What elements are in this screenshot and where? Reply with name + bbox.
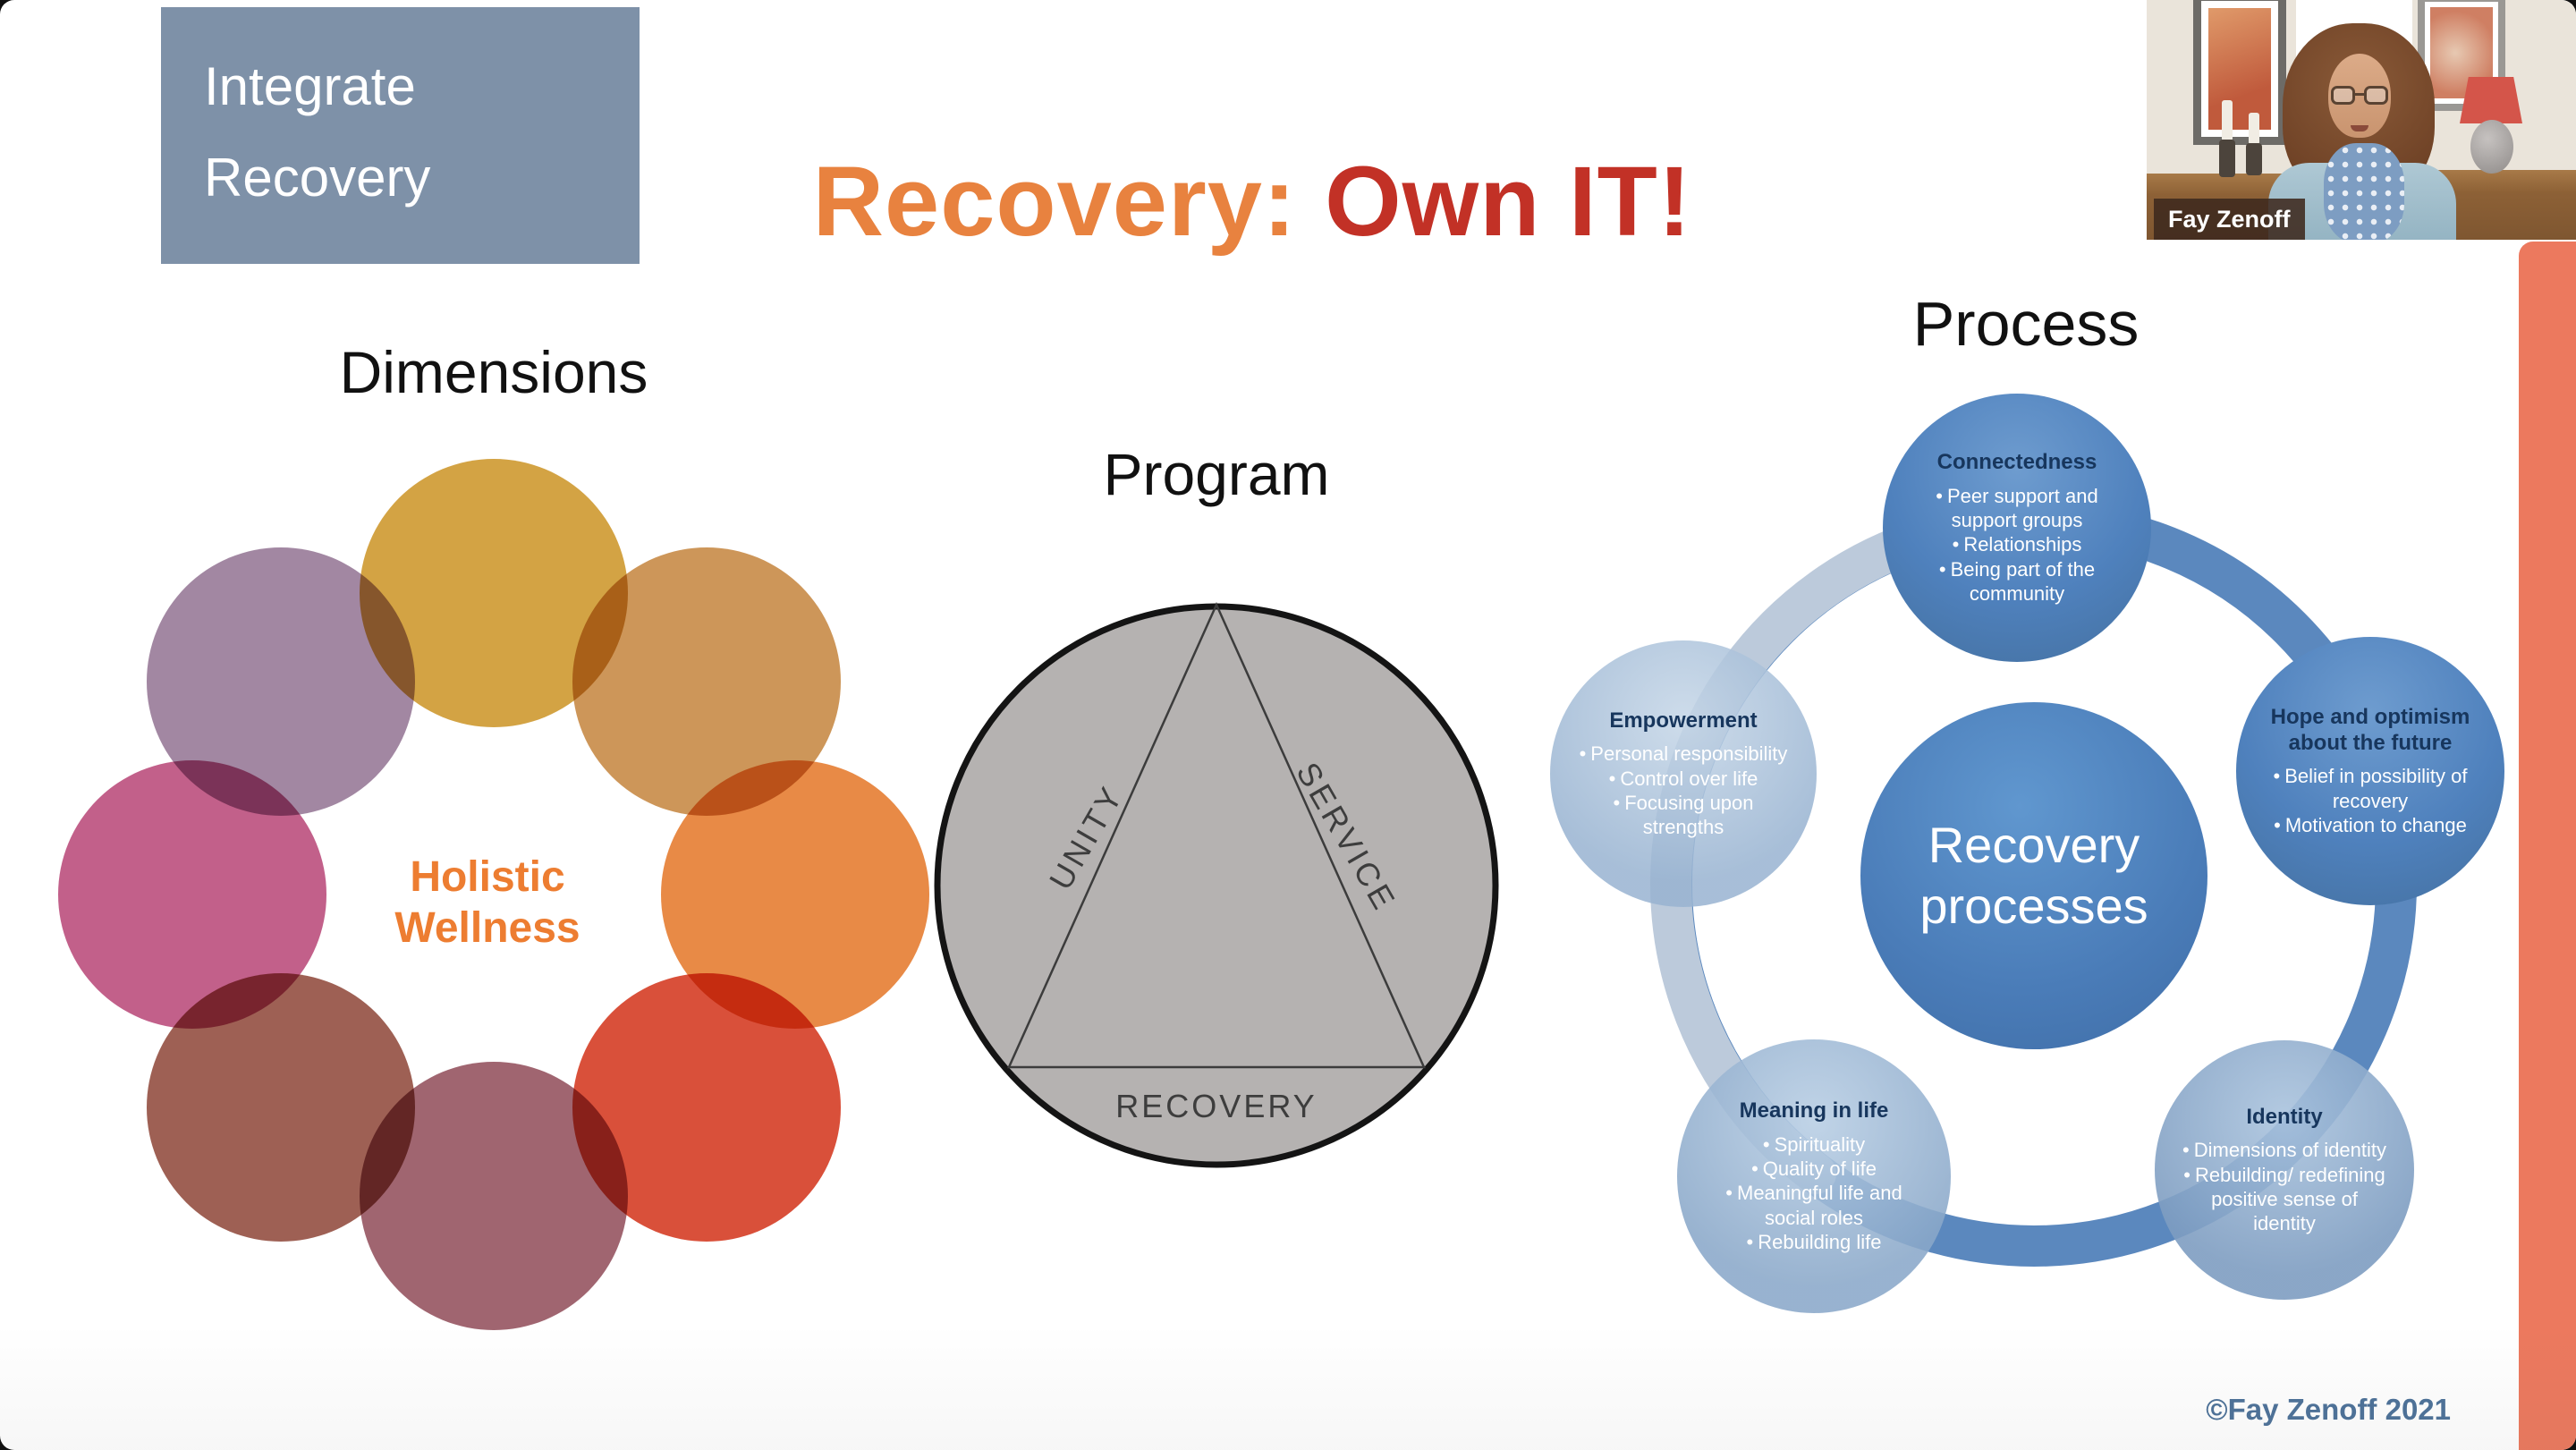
lamp-shade [2460, 77, 2522, 123]
program-triangle [1007, 601, 1426, 1069]
holistic-line-1: Holistic [410, 853, 565, 901]
participant-name-tag: Fay Zenoff [2154, 199, 2305, 240]
recovery-processes-circle: Recovery processes [1860, 702, 2207, 1049]
bubble-bullet: Rebuilding/ redefining positive sense of… [2178, 1163, 2391, 1236]
bubble-title: Hope and optimism about the future [2270, 704, 2470, 755]
bubble-title: Meaning in life [1739, 1098, 1889, 1123]
slide-title-emphasis: Own IT! [1325, 147, 1692, 257]
slide-title-prefix: Recovery: [812, 147, 1326, 257]
bubble-title: Connectedness [1936, 449, 2097, 474]
glasses-bridge [2354, 93, 2365, 96]
copyright-text: ©Fay Zenoff 2021 [2206, 1393, 2451, 1426]
participant-video: Fay Zenoff [2147, 0, 2576, 240]
bubble-bullet: Belief in possibility of recovery [2259, 764, 2481, 813]
bubble-bullet: Personal responsibility [1580, 742, 1787, 766]
glasses-lens [2331, 86, 2355, 105]
framed-picture-left [2193, 0, 2286, 145]
triangle-label-recovery: RECOVERY [1115, 1088, 1318, 1124]
candle [2222, 100, 2233, 141]
candle [2249, 113, 2259, 145]
picture-art [2208, 8, 2271, 130]
dimensions-heading: Dimensions [339, 339, 648, 405]
center-line-2: processes [1919, 878, 2148, 934]
logo-line-2: Recovery [204, 148, 431, 208]
bubble-bullet: Relationships [1953, 532, 2081, 556]
bubble-bullet: Being part of the community [1906, 557, 2128, 606]
logo-line-1: Integrate [204, 56, 416, 116]
bubble-bullet: Spirituality [1763, 1132, 1865, 1157]
speaker-mouth [2351, 125, 2368, 131]
candlestick [2219, 140, 2235, 177]
glasses-lens [2364, 86, 2388, 105]
slide-title: Recovery: Own IT! [716, 145, 1789, 259]
program-heading: Program [1103, 441, 1330, 507]
bubble-bullet: Control over life [1609, 767, 1758, 791]
bubble-bullet: Dimensions of identity [2182, 1138, 2386, 1162]
integrate-recovery-logo: Integrate Recovery [161, 7, 640, 264]
holistic-line-2: Wellness [394, 904, 580, 952]
bubble-bullet: Meaningful life and social roles [1700, 1181, 1928, 1230]
speaker-scarf [2324, 143, 2404, 240]
program-circle [934, 603, 1499, 1168]
process-heading: Process [1912, 289, 2140, 359]
process-bubble-empowerment: Empowerment Personal responsibility Cont… [1550, 640, 1817, 907]
program-circle-triangle [934, 601, 1499, 1168]
center-line-1: Recovery [1928, 816, 2140, 873]
bubble-bullet: Peer support and support groups [1906, 484, 2128, 533]
participant-name: Fay Zenoff [2168, 205, 2291, 233]
speaker-face [2328, 54, 2391, 138]
bubble-bullet: Focusing upon strengths [1573, 791, 1793, 840]
bubble-bullet: Motivation to change [2274, 813, 2467, 837]
bubble-bullet: Quality of life [1751, 1157, 1877, 1181]
dimension-circle-top-left [147, 547, 415, 816]
bubble-bullet: Rebuilding life [1747, 1230, 1881, 1254]
accent-strip [2519, 242, 2576, 1450]
candlestick [2246, 143, 2262, 175]
holistic-wellness-label: Holistic Wellness [353, 852, 622, 954]
process-bubble-connectedness: Connectedness Peer support and support g… [1883, 394, 2151, 662]
process-bubble-identity: Identity Dimensions of identity Rebuildi… [2155, 1040, 2414, 1300]
process-bubble-hope: Hope and optimism about the future Belie… [2236, 637, 2504, 905]
bubble-title: Identity [2246, 1104, 2323, 1129]
bubble-title: Empowerment [1609, 708, 1758, 733]
speaker-glasses [2331, 86, 2390, 106]
lamp-base [2470, 120, 2513, 174]
process-bubble-meaning-in-life: Meaning in life Spirituality Quality of … [1677, 1039, 1951, 1313]
